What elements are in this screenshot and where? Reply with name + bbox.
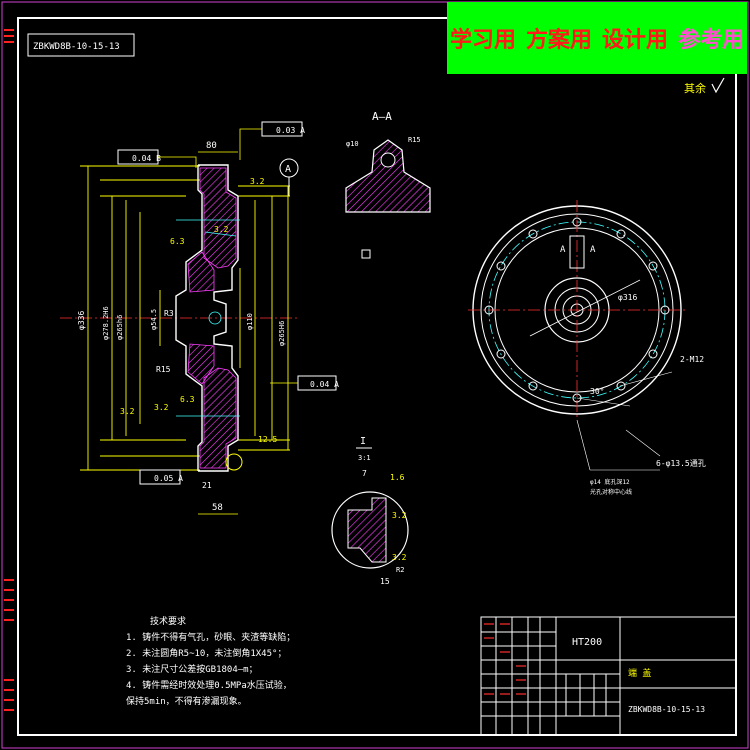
banner-item-study: 学习用 xyxy=(449,28,516,53)
roughness-6: 6.3 xyxy=(180,395,195,404)
part-number-label: ZBKWD8B-10-15-13 xyxy=(628,705,705,714)
section-r-label: R15 xyxy=(408,136,421,144)
tol-parallel-top: 0.03 A xyxy=(276,126,305,135)
title-block xyxy=(480,616,737,736)
roughness-4: 3.2 xyxy=(154,403,169,412)
tech-requirements: 技术要求 1. 铸件不得有气孔，砂眼、夹渣等缺陷； 2. 未注圆角R5~10，未… xyxy=(126,615,295,707)
dim-278: φ278.2H6 xyxy=(102,306,110,340)
dim-336: φ336 xyxy=(77,311,86,330)
part-name-label: 端 盖 xyxy=(628,667,651,679)
section-aa-label: A–A xyxy=(372,110,392,123)
detail-marker-circle xyxy=(225,453,243,471)
left-edge-ticks xyxy=(4,29,14,711)
detail-radius: R2 xyxy=(396,566,404,574)
roughness-9: 1.6 xyxy=(390,473,405,482)
tech-req-line-2: 2. 未注圆角R5~10，未注倒角1X45°； xyxy=(126,647,286,659)
banner-item-design: 设计用 xyxy=(602,28,669,53)
roughness-3: 3.2 xyxy=(120,407,135,416)
front-view: φ316 30° 2-M12 6-φ13.5通孔 φ14 底孔深12 光孔对称中… xyxy=(468,200,706,496)
tol-runout-right: 0.04 A xyxy=(310,380,339,389)
dim-bottom-small: 21 xyxy=(202,481,212,490)
hole-note-2: 光孔对称中心线 xyxy=(590,488,632,496)
material-label: HT200 xyxy=(572,637,602,648)
roughness-rest-symbol xyxy=(711,77,725,94)
holes-m12-label: 2-M12 xyxy=(680,355,704,364)
banner-item-reference: 参考用 xyxy=(678,28,745,53)
roughness-8: 3.2 xyxy=(392,511,407,520)
main-section-view: 80 58 21 φ336 φ278.2H6 φ265h6 φ265H6 φ11… xyxy=(60,121,339,515)
detail-dim-7: 7 xyxy=(362,469,367,478)
hole-note: φ14 底孔深12 xyxy=(590,478,630,486)
tech-req-title: 技术要求 xyxy=(150,615,186,627)
detail-view: I 3:1 7 15 3.2 1.6 3.2 R2 xyxy=(331,436,409,586)
dim-r15: R15 xyxy=(156,365,171,374)
banner-item-plan: 方案用 xyxy=(525,28,592,53)
dim-54: φ54.5 xyxy=(150,309,158,330)
usage-banner: 学习用 方案用 设计用 参考用 xyxy=(447,2,747,74)
section-hatch xyxy=(187,167,237,469)
section-aa-view: A–A φ10 R15 xyxy=(345,110,431,259)
front-view-a-right: A xyxy=(590,245,596,255)
dim-top-width: 80 xyxy=(206,141,217,151)
roughness-5: 12.5 xyxy=(258,435,277,444)
roughness-rest-label: 其余 xyxy=(684,81,706,95)
detail-dim-15: 15 xyxy=(380,577,390,586)
title-block-red-marks xyxy=(484,623,526,695)
front-view-a-left: A xyxy=(560,245,566,255)
tech-req-line-4: 4. 铸件需经时效处理0.5MPa水压试验， xyxy=(126,679,292,691)
section-dia-label: φ10 xyxy=(346,140,359,148)
roughness-1: 6.3 xyxy=(170,237,185,246)
dim-bottom-width: 58 xyxy=(212,503,223,513)
dim-r3: R3 xyxy=(164,309,174,318)
pcd-label: φ316 xyxy=(618,293,637,302)
sheet-frame xyxy=(17,17,737,736)
tol-flatness-left: 0.04 B xyxy=(132,154,161,163)
detail-scale: 3:1 xyxy=(358,454,371,462)
detail-label: I xyxy=(360,436,366,447)
roughness-2: 3.2 xyxy=(250,177,265,186)
roughness-10: 3.2 xyxy=(392,553,407,562)
dim-265b: φ265H6 xyxy=(278,321,286,346)
angle-30-label: 30° xyxy=(590,387,604,396)
tol-runout-bottom: 0.05 A xyxy=(154,474,183,483)
tech-req-line-5: 保持5min，不得有渗漏现象。 xyxy=(126,695,247,707)
code-box xyxy=(27,33,135,57)
roughness-7: 3.2 xyxy=(214,225,229,234)
tech-req-line-3: 3. 未注尺寸公差按GB1804—m； xyxy=(126,663,258,675)
datum-a-label: A xyxy=(285,164,291,175)
tech-req-line-1: 1. 铸件不得有气孔，砂眼、夹渣等缺陷； xyxy=(126,631,295,643)
dim-265: φ265h6 xyxy=(116,315,124,340)
dim-110: φ110 xyxy=(246,313,254,330)
holes-6-label: 6-φ13.5通孔 xyxy=(656,458,706,468)
code-box-text: ZBKWD8B-10-15-13 xyxy=(33,42,120,52)
